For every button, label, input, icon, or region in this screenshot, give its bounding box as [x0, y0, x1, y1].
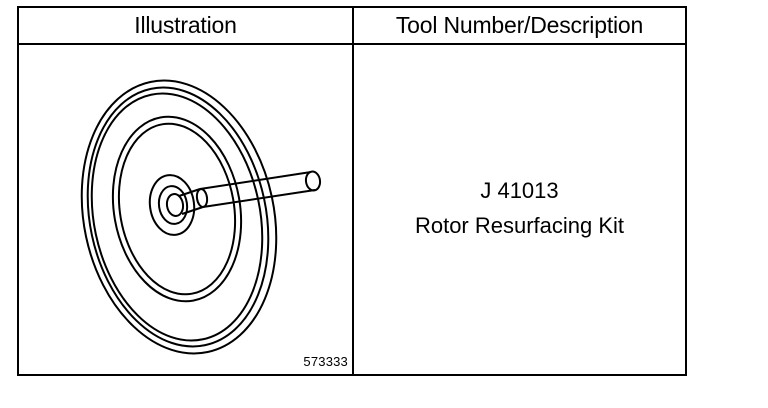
- rotor-resurfacing-kit-icon: [80, 79, 322, 355]
- header-illustration: Illustration: [19, 8, 354, 45]
- figure-number: 573333: [303, 354, 348, 369]
- tool-description-cell: J 41013 Rotor Resurfacing Kit: [354, 45, 685, 374]
- tool-number: J 41013: [480, 177, 559, 203]
- tool-table: Illustration Tool Number/Description 573…: [17, 6, 687, 376]
- tool-description: Rotor Resurfacing Kit: [414, 212, 625, 238]
- header-tool-number-description: Tool Number/Description: [354, 8, 685, 45]
- illustration-cell: 573333: [19, 45, 354, 374]
